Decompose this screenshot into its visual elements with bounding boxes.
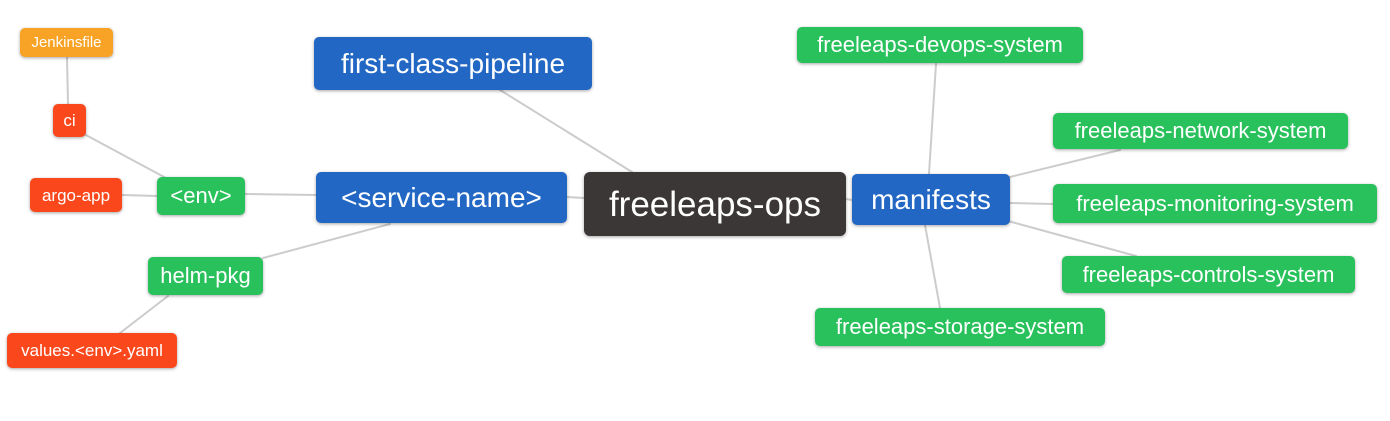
edge-jenkinsfile-ci xyxy=(66,56,69,105)
edge-manifests-controls xyxy=(1007,220,1137,257)
node-env[interactable]: <env> xyxy=(157,177,245,215)
edge-freeleapsops-manifests xyxy=(845,198,853,201)
edge-servicename-freeleapsops xyxy=(566,196,585,199)
edge-manifests-monitoring xyxy=(1009,202,1054,205)
edge-manifests-network xyxy=(1009,149,1121,178)
node-freeleaps-ops[interactable]: freeleaps-ops xyxy=(584,172,846,236)
edge-helmpkg-servicename xyxy=(262,223,391,259)
node-controls-system[interactable]: freeleaps-controls-system xyxy=(1062,256,1355,293)
node-values-env-yaml[interactable]: values.<env>.yaml xyxy=(7,333,177,368)
node-ci[interactable]: ci xyxy=(53,104,86,137)
edge-env-servicename xyxy=(244,193,317,196)
edge-manifests-devops xyxy=(928,63,937,175)
node-service-name[interactable]: <service-name> xyxy=(316,172,567,223)
node-devops-system[interactable]: freeleaps-devops-system xyxy=(797,27,1083,63)
node-helm-pkg[interactable]: helm-pkg xyxy=(148,257,263,295)
node-monitoring-system[interactable]: freeleaps-monitoring-system xyxy=(1053,184,1377,223)
edge-valuesyaml-helmpkg xyxy=(119,295,169,334)
edge-argoapp-env xyxy=(121,194,158,197)
edge-manifests-storage xyxy=(924,224,941,309)
node-network-system[interactable]: freeleaps-network-system xyxy=(1053,113,1348,149)
node-manifests[interactable]: manifests xyxy=(852,174,1010,225)
node-first-class-pipeline[interactable]: first-class-pipeline xyxy=(314,37,592,90)
node-jenkinsfile[interactable]: Jenkinsfile xyxy=(20,28,113,57)
edge-ci-env xyxy=(83,133,167,179)
node-storage-system[interactable]: freeleaps-storage-system xyxy=(815,308,1105,346)
edge-pipeline-freeleapsops xyxy=(499,89,633,173)
node-argo-app[interactable]: argo-app xyxy=(30,178,122,212)
